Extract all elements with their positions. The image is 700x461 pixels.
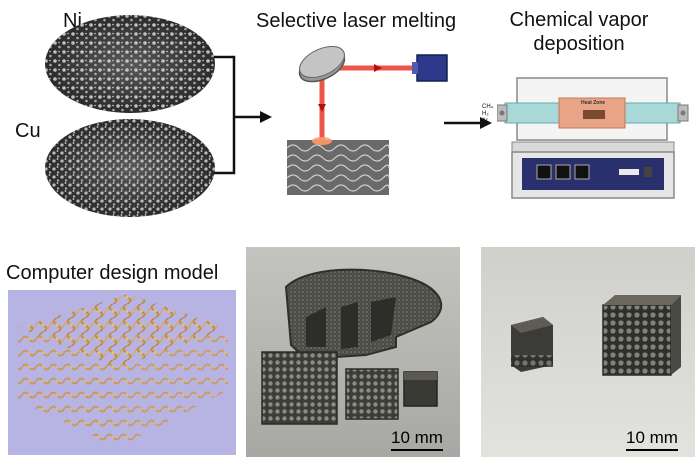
scale-bar-2-line	[626, 449, 678, 451]
cu-label: Cu	[15, 120, 41, 142]
printed-parts-photo: 10 mm	[246, 247, 460, 457]
heat-zone-label: Heat Zone	[581, 100, 606, 106]
merge-arrow	[214, 55, 274, 175]
model-render	[8, 290, 236, 455]
scale-bar-1-line	[391, 449, 443, 451]
scale-bar-1-label: 10 mm	[391, 428, 443, 447]
process-arrow	[444, 113, 494, 133]
cvd-furnace	[497, 68, 697, 210]
scale-bar-2-label: 10 mm	[626, 428, 678, 447]
cvd-title: Chemical vapor deposition	[500, 8, 658, 56]
ni-powder-image	[44, 14, 216, 114]
cvd-samples-photo: 10 mm	[481, 247, 695, 457]
model-title: Computer design model	[6, 262, 219, 284]
gas-ar-label: Ar	[482, 118, 488, 124]
gas-h2-label: H₂	[482, 111, 489, 117]
slm-illustration	[284, 40, 454, 200]
cu-powder-image	[44, 118, 216, 218]
scale-bar-1: 10 mm	[382, 428, 452, 451]
cvd-title-line2: deposition	[533, 33, 625, 55]
scale-bar-2: 10 mm	[617, 428, 687, 451]
gas-inlet-labels: CH₄ H₂ Ar	[482, 104, 493, 125]
slm-title: Selective laser melting	[256, 10, 457, 32]
cvd-title-line1: Chemical vapor	[509, 9, 649, 31]
gas-ch4-label: CH₄	[482, 104, 494, 110]
